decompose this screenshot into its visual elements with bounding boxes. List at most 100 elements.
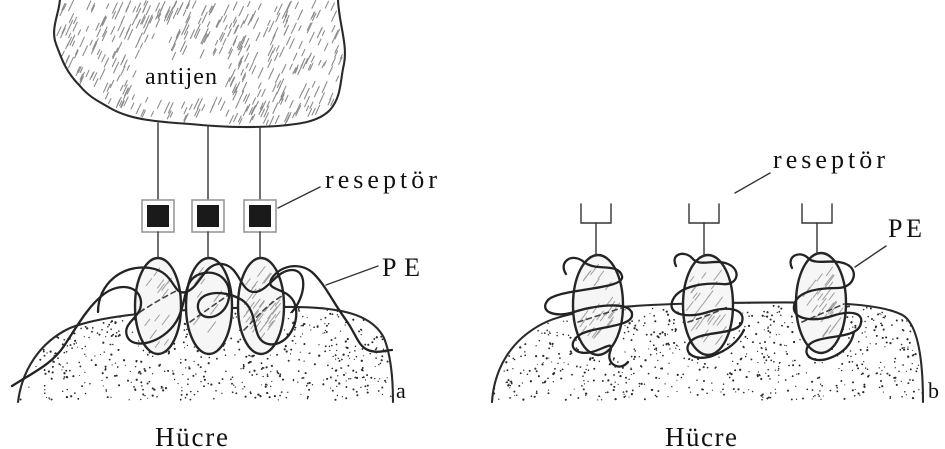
stipple-dot [767, 328, 768, 329]
stipple-dot [222, 378, 224, 380]
stipple-dot [662, 355, 664, 357]
stipple-dot [901, 344, 903, 346]
stipple-dot [778, 368, 780, 370]
stipple-dot [326, 378, 328, 380]
stipple-dot [367, 389, 368, 390]
stipple-dot [76, 342, 77, 343]
stipple-dot [510, 381, 512, 383]
stipple-dot [655, 377, 657, 379]
stipple-dot [569, 353, 571, 355]
stipple-dot [364, 344, 366, 346]
stipple-dot [505, 382, 506, 383]
stipple-dot [188, 367, 190, 369]
stipple-dot [767, 398, 768, 399]
stipple-dot [318, 355, 320, 357]
stipple-dot [65, 370, 67, 372]
stipple-dot [213, 398, 215, 400]
stipple-dot [673, 319, 675, 321]
stipple-dot [270, 355, 271, 356]
stipple-dot [615, 382, 616, 383]
stipple-dot [631, 339, 633, 341]
stipple-dot [85, 346, 87, 348]
stipple-dot [675, 328, 676, 329]
stipple-dot [116, 332, 118, 334]
stipple-dot [336, 350, 337, 351]
stipple-dot [854, 325, 856, 327]
stipple-dot [546, 357, 548, 359]
stipple-dot [331, 345, 333, 347]
stipple-dot [626, 390, 628, 392]
stipple-dot [356, 377, 358, 379]
stipple-dot [792, 364, 794, 366]
stipple-dot [327, 365, 329, 367]
stipple-dot [654, 366, 656, 368]
stipple-dot [795, 386, 796, 387]
stipple-dot [585, 392, 587, 394]
stipple-dot [78, 362, 80, 364]
stipple-dot [729, 377, 731, 379]
receptor-core [249, 205, 271, 227]
stipple-dot [286, 397, 287, 398]
stipple-dot [306, 385, 308, 387]
stipple-dot [186, 394, 188, 396]
stipple-dot [345, 324, 346, 325]
stipple-dot [813, 396, 814, 397]
stipple-dot [84, 372, 85, 373]
stipple-dot [197, 364, 199, 366]
stipple-dot [82, 348, 83, 349]
stipple-dot [511, 382, 513, 384]
stipple-dot [230, 379, 232, 381]
stipple-dot [732, 379, 734, 381]
stipple-dot [879, 387, 881, 389]
stipple-dot [60, 364, 61, 365]
stipple-dot [375, 366, 376, 367]
stipple-dot [50, 351, 52, 353]
stipple-dot [661, 331, 663, 333]
stipple-dot [553, 381, 554, 382]
stipple-dot [896, 384, 898, 386]
receptor-a-3 [244, 200, 276, 232]
stipple-dot [762, 315, 764, 317]
stipple-dot [663, 309, 665, 311]
stipple-dot [768, 356, 770, 358]
stipple-dot [565, 399, 567, 401]
stipple-dot [881, 324, 883, 326]
stipple-dot [907, 346, 908, 347]
stipple-dot [161, 386, 163, 388]
stipple-dot [110, 397, 111, 398]
stipple-dot [524, 355, 526, 357]
stipple-dot [570, 350, 572, 352]
stipple-dot [105, 336, 106, 337]
stipple-dot [761, 353, 763, 355]
stipple-dot [746, 353, 747, 354]
stipple-dot [276, 370, 277, 371]
stipple-dot [381, 355, 383, 357]
stipple-dot [548, 389, 549, 390]
receptor-core [197, 205, 219, 227]
stipple-dot [514, 359, 516, 361]
stipple-dot [158, 365, 160, 367]
stipple-dot [187, 378, 189, 380]
stipple-dot [870, 343, 871, 344]
receptor-b-1 [581, 204, 611, 256]
stipple-dot [568, 364, 569, 365]
stipple-dot [624, 332, 626, 334]
stipple-dot [382, 394, 383, 395]
stipple-dot [530, 380, 532, 382]
stipple-dot [852, 326, 853, 327]
stipple-dot [568, 335, 569, 336]
stipple-dot [613, 374, 615, 376]
stipple-dot [364, 385, 366, 387]
stipple-dot [35, 366, 36, 367]
stipple-dot [770, 392, 772, 394]
stipple-dot [371, 341, 373, 343]
stipple-dot [110, 344, 111, 345]
stipple-dot [44, 389, 45, 390]
stipple-dot [549, 342, 551, 344]
stipple-dot [520, 356, 522, 358]
stipple-dot [149, 367, 151, 369]
stipple-dot [767, 355, 768, 356]
stipple-dot [744, 326, 745, 327]
stipple-dot [375, 357, 377, 359]
stipple-dot [901, 381, 902, 382]
